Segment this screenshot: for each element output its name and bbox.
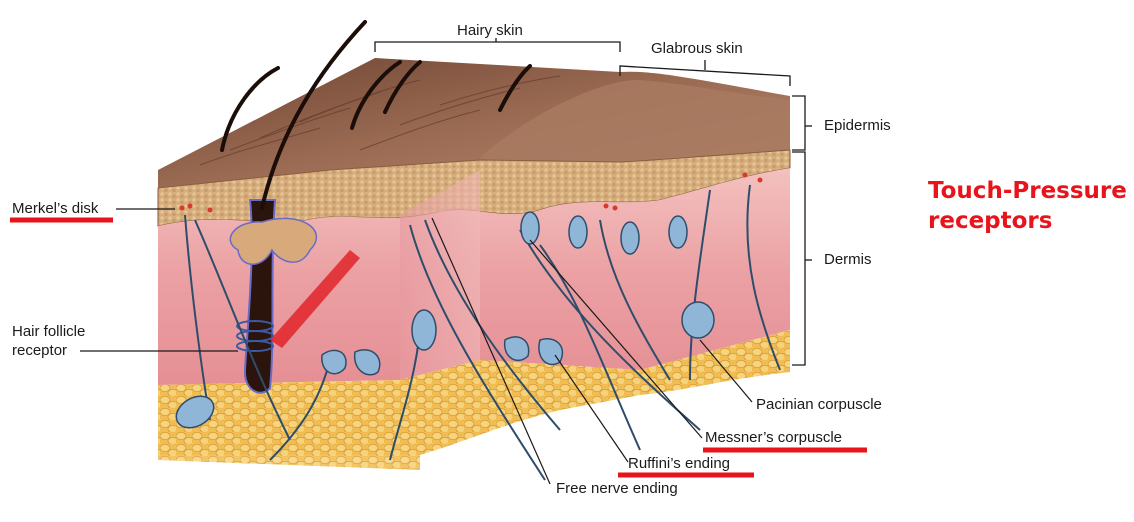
- highlight-underlines: [10, 217, 867, 478]
- bracket-lines: [374, 38, 812, 366]
- label-glabrous-skin: Glabrous skin: [651, 40, 743, 57]
- label-free-nerve-ending: Free nerve ending: [556, 480, 678, 497]
- sebaceous-gland: [229, 217, 317, 265]
- arrector-muscle: [270, 250, 360, 348]
- pacinian-corpuscles: [175, 301, 715, 429]
- fat-layer: [158, 330, 790, 455]
- label-messners-corpuscle: Messner’s corpuscle: [705, 429, 842, 446]
- label-hair-follicle-line2: receptor: [12, 342, 68, 359]
- label-hair-follicle-line1: Hair follicle: [12, 323, 86, 340]
- title-line1: Touch-Pressure: [928, 178, 1127, 204]
- label-pacinian-corpuscle: Pacinian corpuscle: [756, 396, 882, 413]
- hair-strands: [220, 20, 532, 210]
- merkel-disks: [179, 172, 763, 213]
- leader-lines: [80, 208, 753, 485]
- label-dermis: Dermis: [824, 251, 872, 268]
- title-line2: receptors: [928, 208, 1053, 234]
- label-merkels-disk: Merkel’s disk: [12, 200, 99, 217]
- label-ruffinis-ending: Ruffini’s ending: [628, 455, 731, 472]
- label-hairy-skin: Hairy skin: [457, 22, 523, 39]
- fat-layer-lower: [158, 420, 420, 470]
- meissner-corpuscles: [520, 211, 688, 255]
- label-epidermis: Epidermis: [824, 117, 891, 134]
- glabrous-surface: [480, 79, 790, 160]
- follicle-coil: [236, 320, 274, 352]
